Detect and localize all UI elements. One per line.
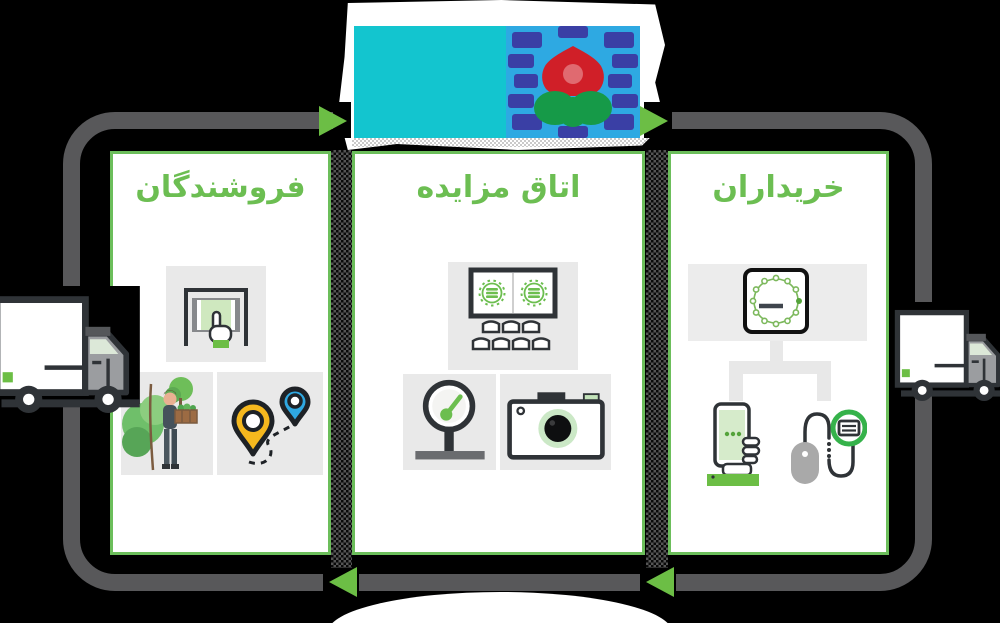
connector-stem	[770, 341, 783, 363]
delivery-truck-right	[892, 302, 1000, 401]
connector-bar	[729, 361, 831, 374]
flower-circuit-logo-icon	[506, 26, 640, 138]
auction-board-seats-icon	[468, 267, 558, 351]
flow-arrow-bottom-left	[329, 567, 357, 597]
connector-leg-left	[729, 361, 743, 401]
route-pins-box	[217, 372, 323, 475]
auction-clock-tablet	[743, 268, 809, 334]
panel-buyers: خریداران	[668, 151, 889, 555]
logo-cyan-block	[354, 26, 506, 138]
delivery-truck-left	[0, 286, 140, 413]
flow-arrow-top-left	[319, 106, 347, 136]
mouse-card-payment-icon	[791, 409, 867, 484]
farmer-illustration	[122, 377, 198, 471]
panel-auction-room: اتاق مزایده	[352, 151, 645, 555]
scale-box	[403, 374, 496, 470]
hand-holding-phone-icon	[707, 402, 761, 486]
auction-room-title: اتاق مزایده	[416, 170, 581, 205]
weighing-scale-icon	[414, 379, 485, 460]
panel-gap-shadow-left	[331, 150, 352, 568]
connector-leg-right	[817, 361, 831, 401]
camera-box	[500, 374, 611, 470]
panel-gap-shadow-right	[646, 150, 668, 568]
monitor-stand-base	[328, 592, 672, 623]
banner-edge-dither	[352, 138, 648, 147]
touchscreen-kiosk-icon	[184, 288, 248, 348]
sellers-title: فروشندگان	[135, 170, 306, 205]
camera-icon	[506, 392, 605, 460]
flow-arrow-top-right	[640, 106, 668, 136]
flow-arrow-bottom-right	[646, 567, 674, 597]
panel-sellers: فروشندگان	[110, 151, 331, 555]
route-map-pins-icon	[231, 386, 311, 465]
auction-clock-tablet-icon	[749, 274, 802, 328]
buyers-title: خریداران	[712, 170, 845, 205]
auction-board-box	[448, 262, 578, 370]
logo-banner	[338, 0, 665, 150]
touchscreen-kiosk-box	[166, 266, 266, 362]
